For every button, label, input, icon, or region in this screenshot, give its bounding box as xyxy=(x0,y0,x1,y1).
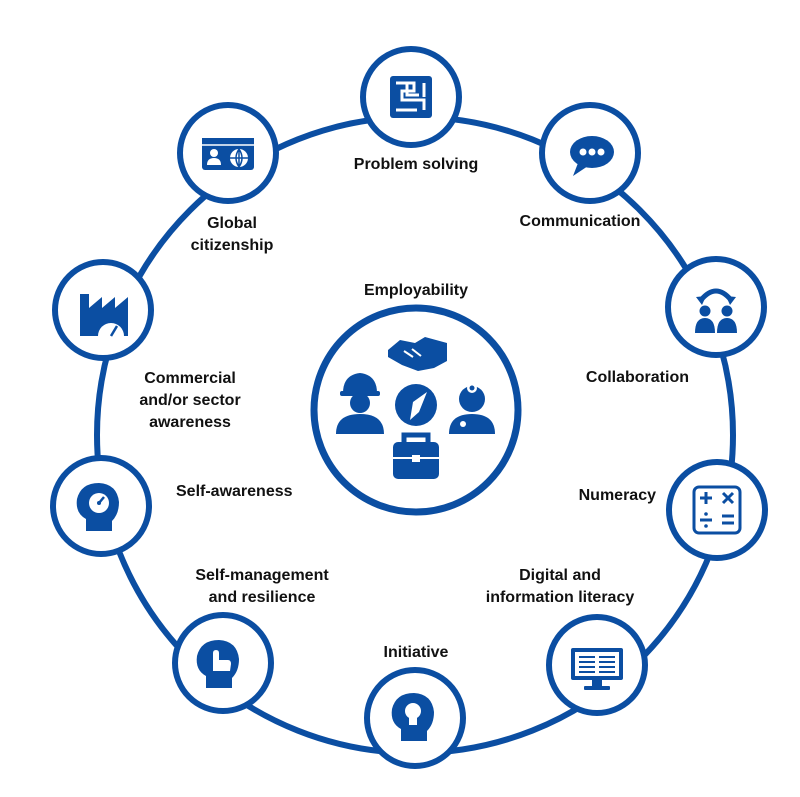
node-self-awareness xyxy=(50,455,152,557)
head-gauge-icon xyxy=(76,483,119,531)
briefcase-icon xyxy=(393,432,439,479)
node-collaboration xyxy=(665,256,767,358)
node-problem-solving xyxy=(360,46,462,148)
center-label-employability: Employability xyxy=(363,282,469,299)
node-commercial-awareness xyxy=(52,259,154,361)
node-digital-literacy xyxy=(546,614,648,716)
label-communication: Communication xyxy=(519,213,641,230)
label-self-management: Self-management and resilience xyxy=(195,567,329,606)
label-global-citizenship: Global citizenship xyxy=(190,215,274,254)
head-lightbulb-icon xyxy=(391,693,434,741)
label-digital-literacy: Digital and information literacy xyxy=(485,567,635,606)
speech-bubble-icon xyxy=(570,136,614,176)
node-initiative xyxy=(364,667,466,769)
team-exchange-icon xyxy=(695,288,737,333)
label-self-awareness: Self-awareness xyxy=(176,483,293,500)
label-commercial-awareness: Commercial and/or sector awareness xyxy=(139,370,241,431)
center-icons xyxy=(336,337,495,479)
worker-hard-hat-icon xyxy=(336,373,384,434)
id-card-globe-icon xyxy=(202,138,254,170)
compass-icon xyxy=(395,384,437,426)
node-numeracy xyxy=(666,459,768,561)
node-self-management xyxy=(172,612,274,714)
computer-monitor-icon xyxy=(571,648,623,690)
node-communication xyxy=(539,102,641,204)
label-problem-solving: Problem solving xyxy=(353,156,479,173)
factory-gauge-icon xyxy=(80,294,128,337)
head-hand-icon xyxy=(196,640,239,688)
handshake-icon xyxy=(388,337,447,371)
label-collaboration: Collaboration xyxy=(585,369,689,386)
node-global-citizenship xyxy=(177,102,279,204)
label-numeracy: Numeracy xyxy=(578,487,656,504)
maze-icon xyxy=(390,76,432,118)
doctor-icon xyxy=(449,383,495,434)
calculator-icon xyxy=(692,485,742,535)
label-initiative: Initiative xyxy=(383,644,449,661)
